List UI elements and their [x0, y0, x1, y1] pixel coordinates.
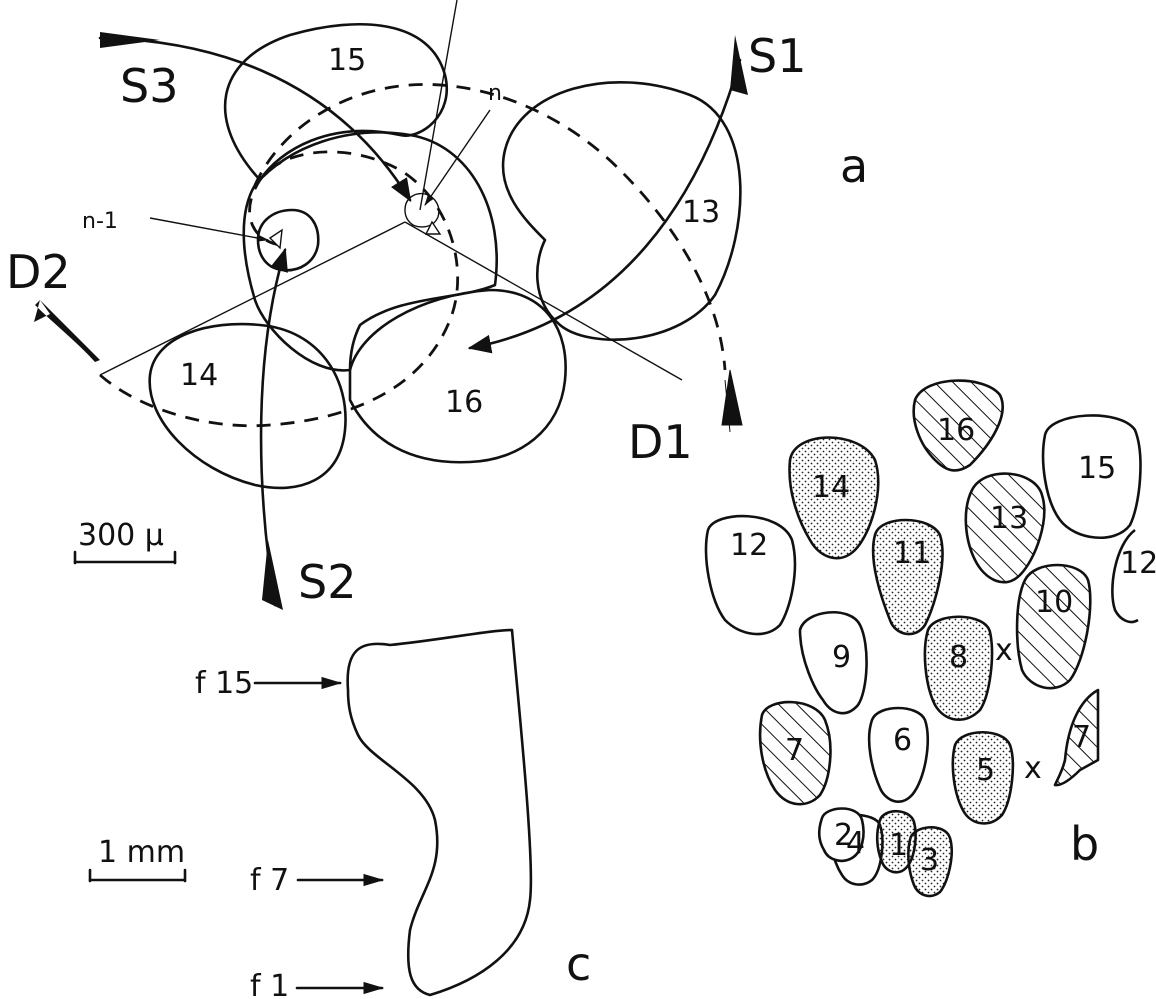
leaf-label-9: 9 [832, 640, 851, 675]
leaf-profile-outline [348, 630, 531, 995]
label-d2: D2 [6, 245, 71, 299]
open-arrowhead-n [426, 222, 440, 234]
s1-tail [730, 35, 748, 95]
leaf-label-6: 6 [893, 723, 912, 758]
label-f15: f 15 [195, 666, 253, 701]
cell-central-outline [244, 132, 497, 370]
scale-bar-300: 300 µ [75, 518, 175, 563]
cell-label-13: 13 [682, 195, 720, 230]
arrow-s2 [261, 250, 285, 605]
leaf-label-7-left: 7 [785, 733, 804, 768]
d1-arrowhead [722, 370, 742, 432]
leaf-label-13: 13 [990, 501, 1028, 536]
label-f7: f 7 [250, 863, 289, 898]
leaf-label-10: 10 [1035, 585, 1073, 620]
pointer-n-minus-1 [150, 218, 268, 240]
panel-c: f 15 f 7 f 1 1 mm c [90, 630, 591, 999]
leaf-label-12-left: 12 [730, 528, 768, 563]
label-d1: D1 [628, 415, 693, 469]
leaf-label-5: 5 [976, 753, 995, 788]
label-s1: S1 [748, 29, 806, 83]
leaf-label-12-right: 12 [1120, 546, 1156, 581]
label-n-minus-1: n-1 [82, 209, 118, 234]
leaf-10 [1017, 565, 1090, 688]
leaf-label-8: 8 [949, 640, 968, 675]
panel-b: 16 15 14 13 12 11 12 10 9 8 7 6 5 7 4 3 … [706, 381, 1156, 896]
label-n: n [488, 81, 502, 106]
panel-label-b: b [1070, 817, 1099, 871]
d2-arrowhead [34, 300, 100, 362]
label-s3: S3 [120, 59, 178, 113]
cell-16-outline [350, 290, 566, 462]
leaf-label-15: 15 [1078, 451, 1116, 486]
label-f1: f 1 [250, 969, 289, 999]
leaf-label-11: 11 [893, 536, 931, 571]
panel-label-c: c [566, 937, 591, 991]
cell-label-14: 14 [180, 358, 218, 393]
leaf-label-7-right: 7 [1072, 720, 1091, 755]
leaf-label-2: 2 [834, 818, 853, 853]
s3-tail [100, 32, 160, 48]
cross-mark-lower: x [1024, 751, 1042, 786]
leaf-label-1: 1 [889, 828, 908, 863]
scale-bar-1mm-label: 1 mm [98, 835, 185, 870]
cell-label-16: 16 [445, 385, 483, 420]
vertical-reference-line [420, 0, 457, 210]
scale-bar-300-label: 300 µ [78, 518, 164, 553]
panel-label-a: a [840, 139, 868, 193]
s2-tail [262, 540, 283, 610]
leaf-label-16: 16 [937, 413, 975, 448]
label-s2: S2 [298, 555, 356, 609]
cross-mark-upper: x [995, 633, 1013, 668]
leaf-label-3: 3 [920, 843, 939, 878]
cell-14-outline [150, 324, 346, 488]
cell-label-15: 15 [328, 43, 366, 78]
leaf-label-14: 14 [812, 470, 850, 505]
scale-bar-1mm: 1 mm [90, 835, 185, 881]
